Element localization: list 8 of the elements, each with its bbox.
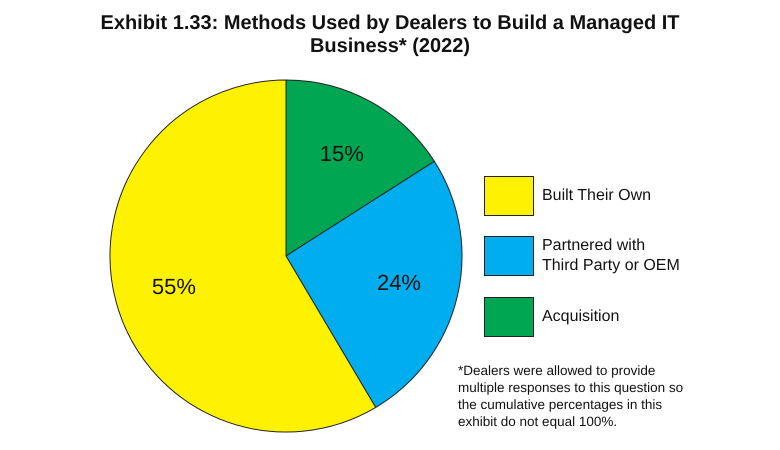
data-label: 15%: [320, 141, 364, 168]
chart-title: Exhibit 1.33: Methods Used by Dealers to Build a Managed IT Business* (2022): [99, 12, 680, 58]
legend-label: Built Their Own: [542, 186, 652, 206]
data-label: 24%: [376, 270, 421, 296]
legend-label: Partnered with Third Party or OEM: [542, 236, 681, 276]
footnote: *Dealers were allowed to provide multiple responses to this question so the cumulative percentages in this exhibit do not equal 100%.: [458, 362, 684, 430]
legend-label: Acquisition: [542, 307, 620, 327]
data-label: 55%: [152, 274, 196, 300]
